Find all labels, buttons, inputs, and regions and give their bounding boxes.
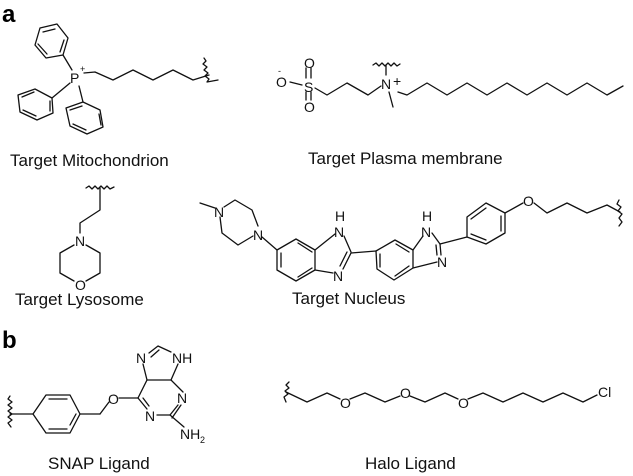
- atom-n7: N: [136, 350, 146, 366]
- structure-lysosome: N O: [59, 185, 115, 293]
- atom-n-1: N: [333, 268, 343, 284]
- panel-label-b: b: [2, 327, 17, 354]
- atom-o-3: O: [458, 395, 469, 411]
- atom-cl: Cl: [598, 384, 611, 400]
- atom-n-piperazine: N: [253, 227, 263, 243]
- charge-plus: +: [393, 73, 401, 89]
- charge-minus: -: [278, 66, 281, 76]
- caption-snap: SNAP Ligand: [48, 454, 150, 473]
- panel-label-a: a: [2, 1, 16, 28]
- atom-n: N: [75, 233, 85, 249]
- atom-o-minus: O: [276, 74, 287, 90]
- structure-plasma-membrane: O - O S O N +: [276, 55, 624, 115]
- atom-nh: NH: [172, 350, 192, 366]
- atom-o: O: [108, 391, 119, 407]
- atom-n-h-2: N: [421, 224, 431, 240]
- charge-plus: +: [80, 64, 85, 74]
- structure-halo-ligand: O O O Cl: [283, 381, 611, 411]
- caption-lysosome: Target Lysosome: [15, 290, 144, 309]
- structure-mitochondrion: P +: [17, 23, 219, 135]
- atom-nh2: NH: [180, 426, 200, 442]
- structure-snap-ligand: O N N N NH NH 2: [7, 345, 205, 445]
- atom-o: O: [523, 193, 534, 209]
- atom-s: S: [304, 79, 313, 95]
- atom-o-1: O: [340, 395, 351, 411]
- atom-o-bottom: O: [304, 99, 315, 115]
- atom-n-plus: N: [381, 76, 391, 92]
- caption-halo: Halo Ligand: [365, 454, 456, 473]
- atom-n3: N: [177, 390, 187, 406]
- atom-h-1: H: [335, 208, 345, 224]
- atom-n-methyl: N: [214, 204, 224, 220]
- caption-plasma-membrane: Target Plasma membrane: [308, 149, 503, 168]
- atom-n-h-1: N: [334, 224, 344, 240]
- caption-nucleus: Target Nucleus: [292, 289, 405, 308]
- atom-o-top: O: [304, 55, 315, 71]
- atom-n1: N: [145, 408, 155, 424]
- caption-mitochondrion: Target Mitochondrion: [10, 151, 169, 170]
- atom-o-2: O: [400, 385, 411, 401]
- structure-nucleus: N N H N N H N N O: [199, 193, 623, 284]
- atom-n-2: N: [437, 254, 447, 270]
- atom-o: O: [75, 277, 86, 293]
- atom-h-2: H: [422, 208, 432, 224]
- atom-p: P: [70, 70, 79, 86]
- atom-subscript-2: 2: [200, 435, 205, 445]
